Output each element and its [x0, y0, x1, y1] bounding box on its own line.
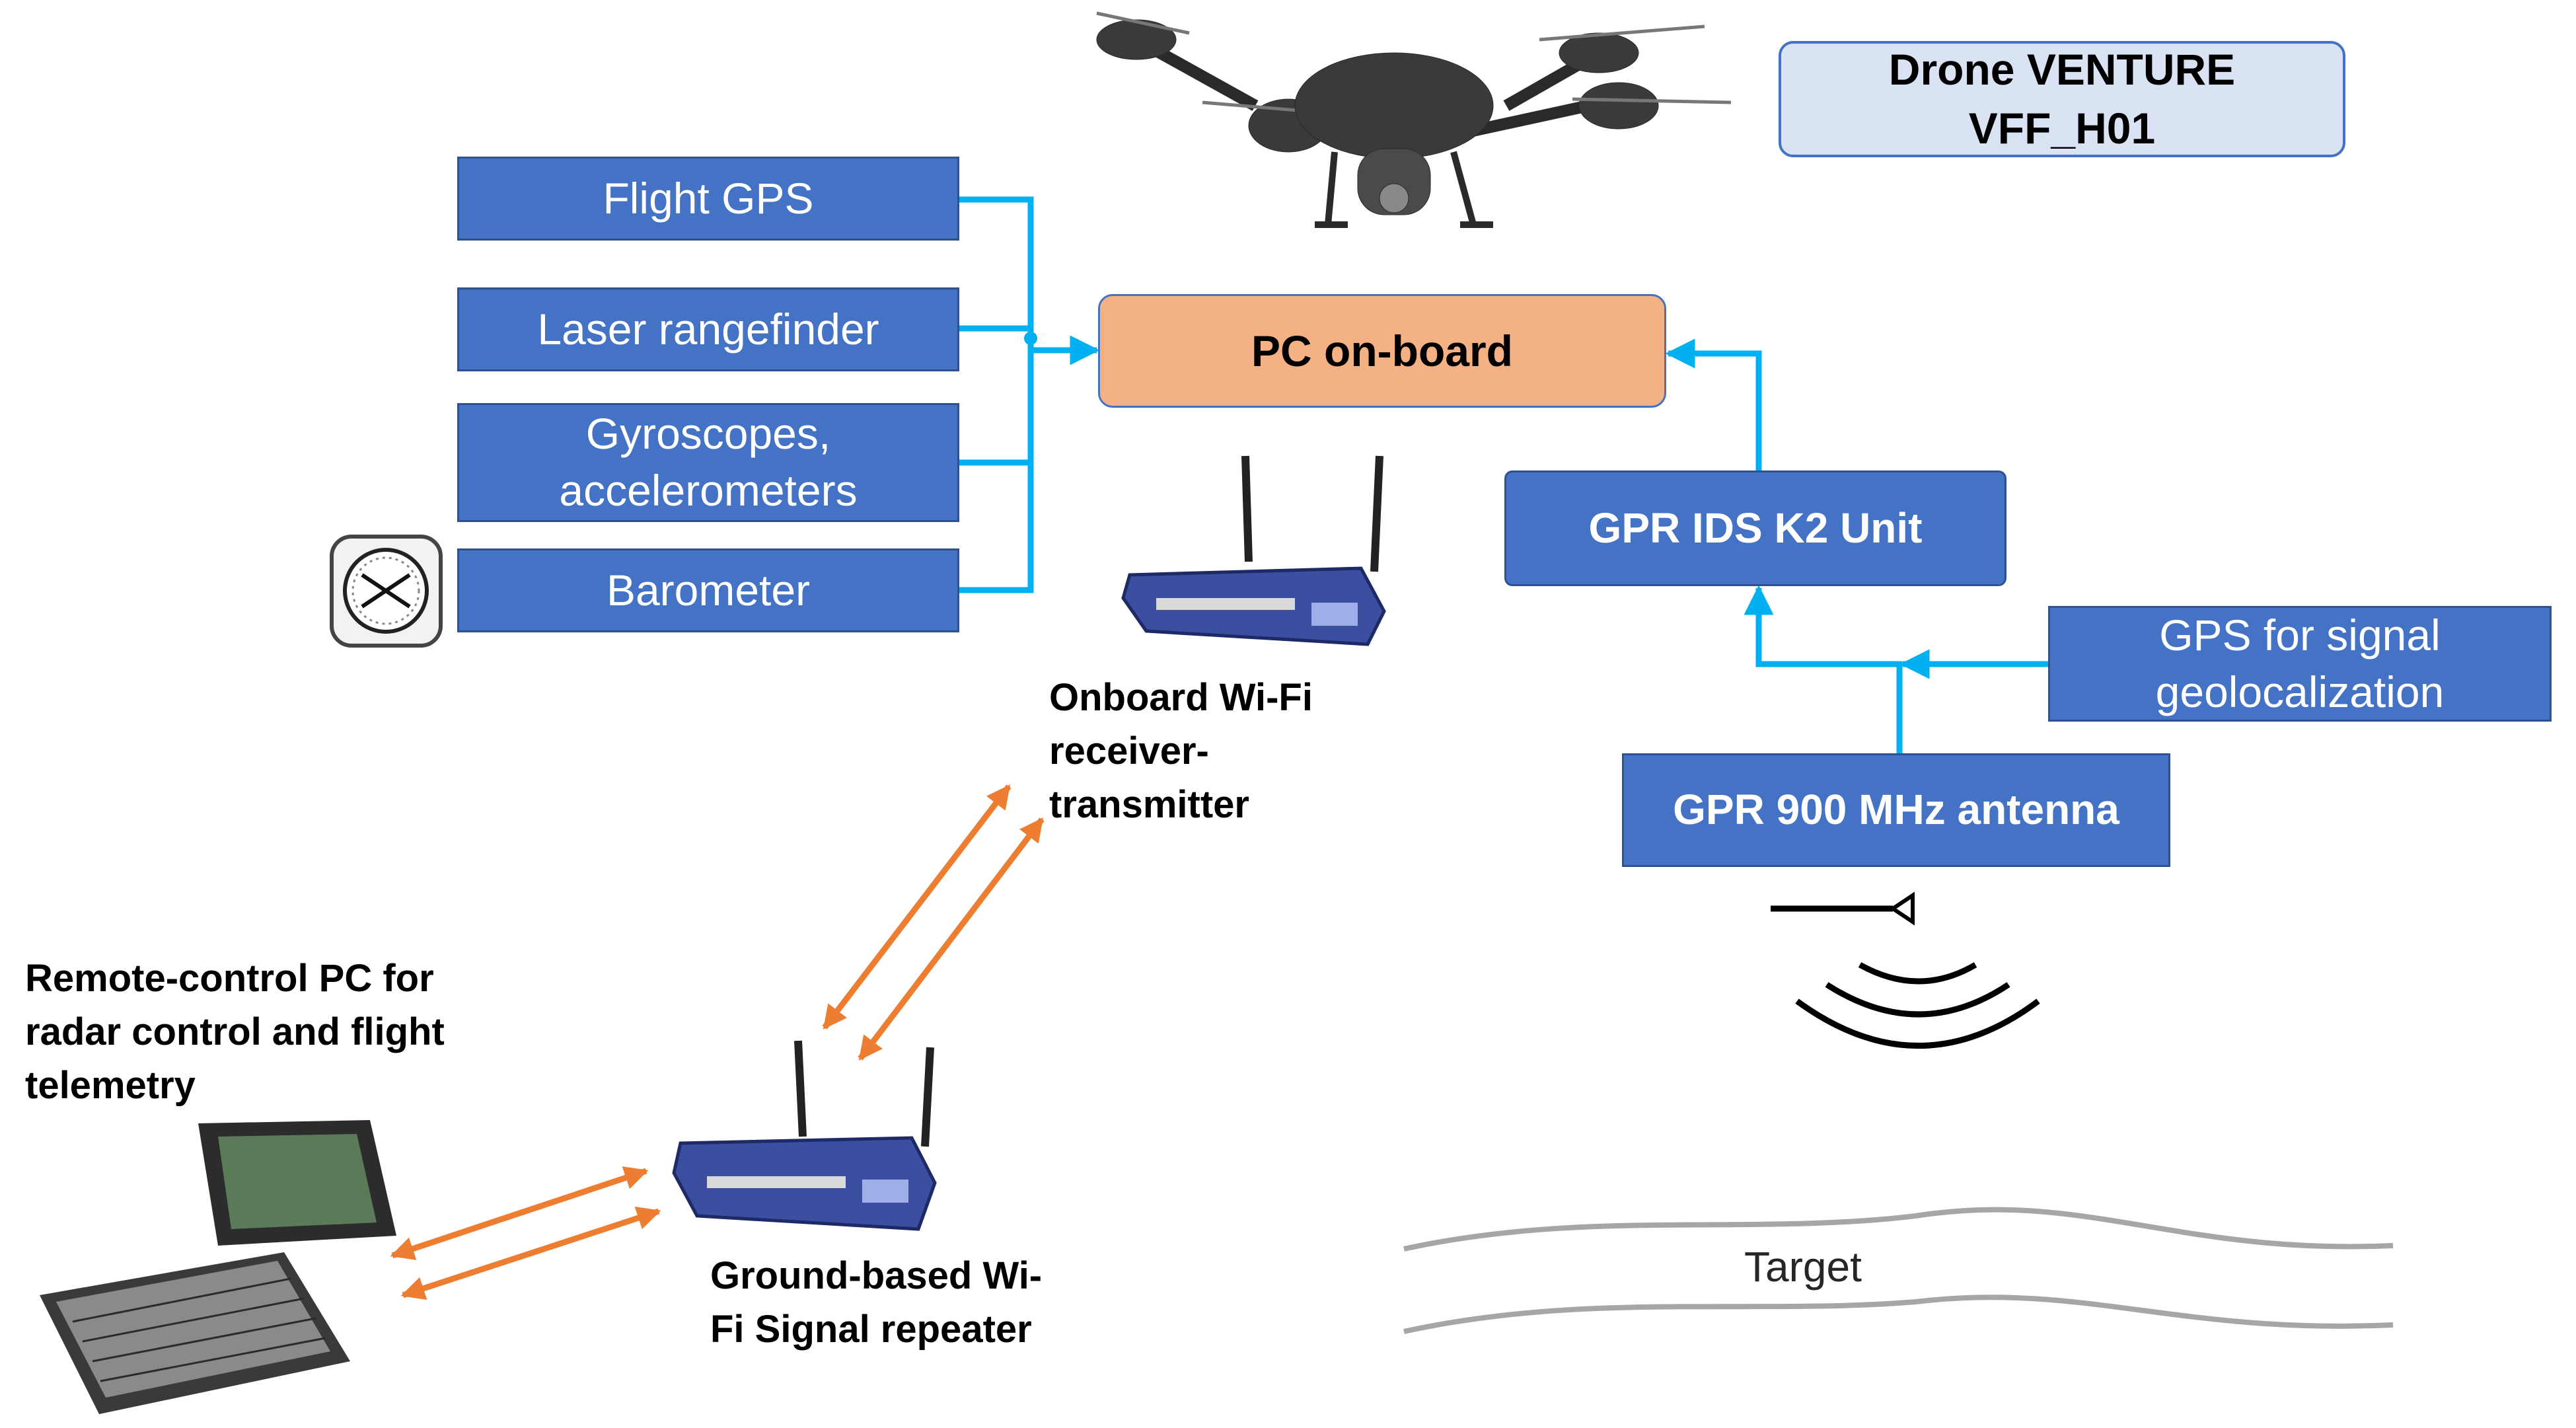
laptop-icon: [40, 1120, 396, 1414]
gpr-unit-box: GPR IDS K2 Unit: [1504, 470, 2006, 586]
barometer-icon: [330, 535, 443, 648]
junction-dot: [1024, 332, 1037, 345]
barometer-box: Barometer: [457, 548, 959, 632]
onboard-wifi-caption: Onboard Wi-Fi receiver- transmitter: [1049, 676, 1313, 827]
target-layer: [1403, 1207, 2394, 1334]
wifi-link: [390, 784, 1045, 1300]
remote-pc-caption: Remote-control PC for radar control and …: [25, 957, 445, 1108]
gpr-connector: [1665, 338, 2051, 753]
drone-title-line2: VFF_H01: [1968, 104, 2156, 153]
antenna-signal-icon: [1771, 891, 2040, 1049]
sensor-connector: [959, 196, 1100, 593]
drone-icon: [1096, 11, 1732, 228]
gps-geolocalization-box: GPS for signal geolocalization: [2048, 606, 2552, 722]
drone-title-box: Drone VENTURE VFF_H01: [1779, 41, 2345, 157]
flight-gps-box: Flight GPS: [457, 157, 959, 241]
ground-wifi-caption: Ground-based Wi- Fi Signal repeater: [710, 1254, 1043, 1351]
drone-title-line1: Drone VENTURE: [1888, 44, 2236, 94]
wifi-router-icon: [1121, 455, 1386, 646]
gpr-antenna-box: GPR 900 MHz antenna: [1622, 753, 2170, 867]
laser-rangefinder-box: Laser rangefinder: [457, 287, 959, 371]
wifi-router-icon: [672, 1040, 937, 1231]
pc-onboard-box: PC on-board: [1098, 294, 1666, 408]
gyroscopes-box: Gyroscopes, accelerometers: [457, 403, 959, 522]
target-label: Target: [1744, 1243, 1862, 1291]
